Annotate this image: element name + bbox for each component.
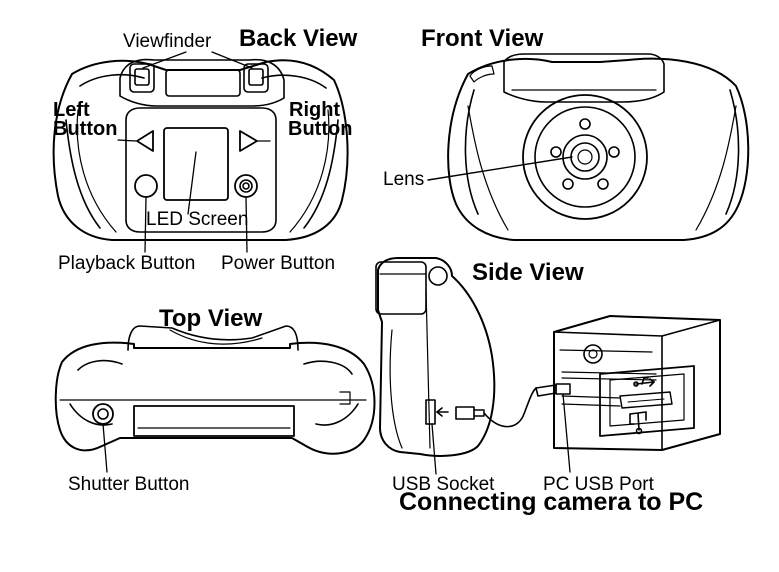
pc-tower [535, 315, 721, 473]
top-view-title: Top View [159, 305, 263, 332]
right-button-label-line2: Button [288, 118, 353, 140]
power-button-icon [234, 174, 258, 198]
left-button-label: Left Button [53, 99, 118, 140]
front-view-title: Front View [421, 25, 544, 52]
usb-socket-icon [425, 399, 436, 425]
front-view-camera [427, 53, 750, 241]
left-arrow-icon [136, 130, 154, 152]
left-button-label-line2: Button [53, 118, 118, 140]
usb-socket-label: USB Socket [392, 474, 495, 495]
side-view-title: Side View [472, 259, 584, 286]
usb-symbol-icon [629, 377, 655, 435]
diagram-caption: Connecting camera to PC [399, 488, 704, 516]
right-button-label-line1: Right [289, 99, 341, 121]
side-view-camera [375, 257, 537, 475]
left-button-label-line1: Left [53, 99, 90, 121]
right-arrow-icon [239, 130, 258, 152]
lens-icon [522, 94, 648, 220]
led-screen-outline [163, 127, 229, 201]
shutter-button-label: Shutter Button [68, 474, 190, 495]
playback-button-label: Playback Button [58, 253, 196, 274]
shutter-button-icon [92, 403, 114, 425]
playback-button-icon [134, 174, 158, 198]
top-view-camera [54, 325, 376, 473]
viewfinder-label: Viewfinder [123, 31, 212, 52]
power-button-label: Power Button [221, 253, 336, 274]
back-view-camera [52, 51, 349, 253]
back-viewfinder-right-icon [243, 63, 269, 93]
pc-usb-port-label: PC USB Port [543, 474, 654, 495]
lens-label: Lens [383, 169, 425, 190]
right-button-label: Right Button [288, 99, 353, 140]
back-view-title: Back View [239, 25, 358, 52]
led-screen-label: LED Screen [146, 209, 249, 230]
back-viewfinder-left-icon [129, 63, 155, 93]
